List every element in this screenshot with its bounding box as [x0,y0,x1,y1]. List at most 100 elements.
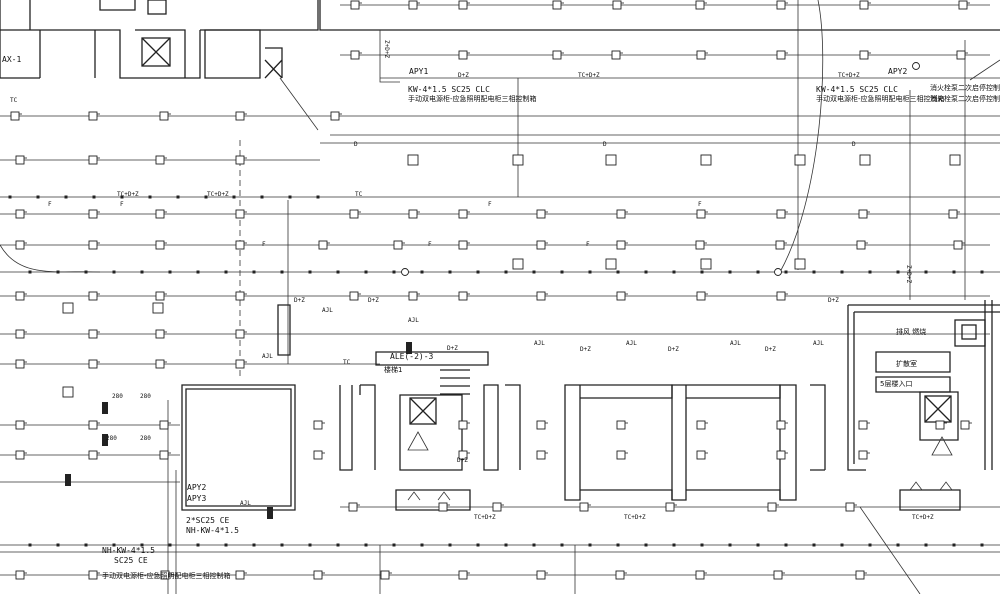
light-fixture-symbol [776,0,786,10]
light-fixture-symbol [935,420,945,430]
light-fixture-symbol [536,291,546,301]
light-fixture-symbol [380,570,390,580]
light-fixture-symbol [88,570,98,580]
light-fixture-symbol [953,240,963,250]
light-fixture-symbol [767,502,777,512]
light-fixture-symbol [616,420,626,430]
light-fixture-symbol [159,450,169,460]
junction-dot [112,543,116,547]
junction-dot [924,543,928,547]
light-fixture-symbol [235,329,245,339]
light-fixture-symbol [15,291,25,301]
light-fixture-symbol [536,209,546,219]
light-fixture-symbol [235,359,245,369]
panel-note-1: 手动双电源柜-应急照明配电柜三相控制箱 [408,94,537,103]
lighting-box-symbol [62,386,74,398]
junction-dot [196,270,200,274]
junction-dot [700,270,704,274]
junction-dot [644,270,648,274]
light-fixture-symbol [492,502,502,512]
junction-dot [812,270,816,274]
light-fixture-symbol [349,291,359,301]
light-fixture-symbol [155,359,165,369]
junction-dot [588,270,592,274]
wire-tag-f: F [698,201,702,208]
light-fixture-symbol [15,155,25,165]
light-fixture-symbol [458,450,468,460]
light-fixture-symbol [536,450,546,460]
junction-dot [252,543,256,547]
junction-dot [168,543,172,547]
wire-tag-280: 280 [140,435,151,442]
light-fixture-symbol [235,570,245,580]
light-fixture-symbol [348,502,358,512]
light-fixture-symbol [616,240,626,250]
light-fixture-symbol [859,50,869,60]
lighting-box-symbol [605,154,617,166]
light-fixture-symbol [458,420,468,430]
light-fixture-symbol [155,155,165,165]
junction-dot [812,543,816,547]
detector-symbol [401,268,409,276]
light-fixture-symbol [696,420,706,430]
junction-dot [420,270,424,274]
junction-dot [112,270,116,274]
light-fixture-symbol [155,291,165,301]
annotation-labels: APY1 APY2 APY2 APY3 KW-4*1.5 SC25 CLC KW… [102,67,1000,580]
wire-tag-f: F [488,201,492,208]
cable-spec-3b: SC25 CE [114,556,148,565]
junction-dot [896,270,900,274]
junction-dot [560,543,564,547]
light-fixture-symbol [10,111,20,121]
light-fixture-symbol [776,50,786,60]
wire-tag-dz: D+Z [447,345,458,352]
panel-ale-label: ALE(-2)-3 [390,352,434,361]
light-fixture-symbol [616,209,626,219]
junction-dot [120,195,124,199]
light-fixture-symbol [615,570,625,580]
wire-tag-dz: D+Z [458,72,469,79]
junction-dot [476,543,480,547]
junction-dot [316,195,320,199]
light-fixture-symbol [15,209,25,219]
wire-tag-ajl: AJL [408,317,419,324]
junction-dot [36,195,40,199]
light-fixture-symbol [313,450,323,460]
junction-dot [92,195,96,199]
junction-dot [504,543,508,547]
wire-tag-tcdz: TC+D+Z [117,191,139,198]
light-fixture-symbol [88,240,98,250]
junction-dot [8,195,12,199]
fixture-symbols [8,0,984,580]
junction-dot [28,270,32,274]
junction-dot [28,543,32,547]
distribution-panel-symbol [65,474,71,486]
light-fixture-symbol [579,502,589,512]
light-fixture-symbol [159,420,169,430]
junction-dot [784,270,788,274]
junction-dot [140,543,144,547]
wire-tag-f: F [428,241,432,248]
wire-tag-dz: D+Z [580,346,591,353]
junction-dot [868,270,872,274]
light-fixture-symbol [235,209,245,219]
wire-tag-tcdz: TC+D+Z [474,514,496,521]
junction-dot [84,270,88,274]
panel-note-3: 手动双电源柜-应急照明配电柜三相控制箱 [102,571,231,580]
light-fixture-symbol [536,420,546,430]
wire-tag-dz: D+Z [668,346,679,353]
wire-tag-dz: D+Z [368,297,379,304]
detector-symbol [912,62,920,70]
junction-dot [616,270,620,274]
cable-spec-4: NH-KW-4*1.5 [186,526,239,535]
lighting-box-symbol [152,302,164,314]
junction-dot [588,543,592,547]
light-fixture-symbol [235,291,245,301]
light-fixture-symbol [15,359,25,369]
panel-apy1-label: APY1 [409,67,428,76]
junction-dot [56,543,60,547]
light-fixture-symbol [458,240,468,250]
wire-tag-dz: D+Z [765,346,776,353]
wire-tag-tcdz: TC+D+Z [578,72,600,79]
